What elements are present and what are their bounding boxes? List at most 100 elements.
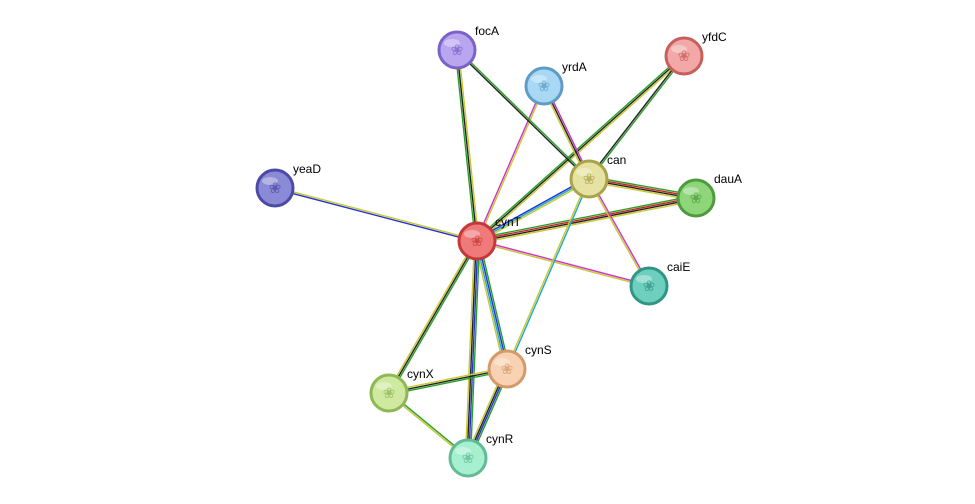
protein-structure-icon: ❀ — [678, 47, 691, 65]
edge-evidence-line — [477, 179, 591, 244]
node-highlight — [494, 358, 510, 366]
node-highlight — [262, 177, 278, 185]
edge-evidence-line — [477, 199, 697, 245]
node-label: yeaD — [293, 162, 321, 176]
node-caiE[interactable]: ❀ caiE — [629, 260, 690, 306]
edge-evidence-line — [505, 178, 589, 369]
protein-structure-icon: ❀ — [583, 170, 596, 188]
edge-evidence-line — [457, 49, 480, 241]
edge-evidence-line — [389, 369, 508, 396]
node-label: dauA — [714, 172, 742, 186]
edge-evidence-line — [478, 240, 511, 369]
edge-evidence-line — [388, 366, 507, 393]
node-circle — [664, 36, 704, 76]
edge-cynT-cynX[interactable] — [386, 239, 480, 395]
node-cynT[interactable]: ❀cynT — [457, 215, 522, 261]
edge-evidence-line — [464, 240, 476, 458]
node-label: yfdC — [702, 30, 727, 44]
protein-structure-icon: ❀ — [538, 77, 551, 95]
node-highlight — [455, 447, 471, 455]
protein-structure-icon: ❀ — [690, 189, 703, 207]
node-cynX[interactable]: ❀cynX — [369, 367, 434, 413]
edge-focA-can[interactable] — [455, 48, 591, 181]
node-circle — [629, 266, 669, 306]
edge-evidence-line — [476, 194, 696, 240]
edge-cynT-yrdA[interactable] — [475, 85, 546, 242]
node-label: can — [607, 153, 626, 167]
edge-evidence-line — [477, 198, 697, 243]
edge-evidence-line — [475, 176, 589, 241]
edge-can-cynS[interactable] — [505, 178, 591, 370]
edge-cynT-can[interactable] — [475, 176, 591, 244]
node-highlight — [444, 39, 460, 47]
edge-evidence-line — [477, 86, 546, 242]
protein-structure-icon: ❀ — [643, 277, 656, 295]
edge-cynT-focA[interactable] — [454, 49, 480, 242]
protein-structure-icon: ❀ — [501, 360, 514, 378]
node-highlight — [464, 230, 480, 238]
node-focA[interactable]: ❀ focA — [437, 24, 499, 70]
edge-evidence-line — [475, 85, 544, 241]
node-highlight — [531, 75, 547, 83]
protein-structure-icon: ❀ — [471, 232, 484, 250]
node-label: caiE — [667, 260, 690, 274]
node-can[interactable]: ❀ can — [569, 153, 626, 199]
node-highlight — [636, 275, 652, 283]
edge-cynS-cynX[interactable] — [388, 366, 508, 396]
edge-evidence-line — [587, 55, 684, 179]
node-highlight — [376, 382, 392, 390]
node-cynS[interactable]: ❀ cynS — [487, 343, 552, 389]
node-circle — [255, 168, 295, 208]
edge-evidence-line — [456, 49, 478, 242]
node-label: yrdA — [562, 60, 587, 74]
edge-evidence-line — [477, 56, 686, 243]
node-highlight — [671, 45, 687, 53]
edge-evidence-line — [473, 241, 506, 370]
protein-structure-icon: ❀ — [462, 449, 475, 467]
edge-cynT-yeaD[interactable] — [274, 186, 478, 243]
node-label: focA — [475, 24, 499, 38]
edge-can-caiE[interactable] — [587, 178, 651, 287]
edge-evidence-line — [466, 240, 477, 458]
edge-evidence-line — [507, 179, 591, 370]
edge-evidence-line — [386, 239, 477, 393]
edge-evidence-line — [454, 50, 477, 242]
node-label: cynS — [525, 343, 552, 357]
nodes-layer: ❀focA❀yrdA❀yfdC❀yeaD❀can❀dauA❀cynT❀caiE❀… — [255, 24, 742, 478]
protein-structure-icon: ❀ — [269, 179, 282, 197]
node-circle — [437, 30, 477, 70]
node-circle — [524, 66, 564, 106]
edge-evidence-line — [475, 54, 684, 241]
edge-evidence-line — [587, 179, 649, 287]
edge-cynT-cynS[interactable] — [473, 240, 511, 370]
node-yfdC[interactable]: ❀ yfdC — [664, 30, 727, 76]
edge-evidence-line — [388, 240, 478, 394]
edge-evidence-line — [476, 196, 696, 241]
edge-cynT-caiE[interactable] — [476, 239, 650, 288]
edge-cynT-cynR[interactable] — [464, 240, 481, 459]
node-highlight — [576, 168, 592, 176]
node-label: cynX — [407, 367, 434, 381]
node-circle — [676, 178, 716, 218]
node-circle — [369, 373, 409, 413]
node-highlight — [683, 187, 699, 195]
node-circle — [457, 221, 497, 261]
edge-cynT-dauA[interactable] — [476, 194, 697, 245]
edge-evidence-line — [274, 188, 477, 243]
edge-evidence-line — [476, 241, 649, 288]
node-yrdA[interactable]: ❀ yrdA — [524, 60, 587, 106]
edge-evidence-line — [455, 50, 589, 181]
edge-evidence-line — [457, 48, 591, 179]
node-cynR[interactable]: ❀ cynR — [448, 432, 514, 478]
edge-cynT-yfdC[interactable] — [475, 54, 686, 243]
node-yeaD[interactable]: ❀ yeaD — [255, 162, 321, 208]
node-circle — [487, 349, 527, 389]
node-label: cynR — [486, 432, 514, 446]
node-circle — [569, 159, 609, 199]
edge-yfdC-can[interactable] — [587, 55, 686, 180]
edge-evidence-line — [477, 239, 650, 286]
edge-evidence-line — [388, 368, 508, 394]
node-dauA[interactable]: ❀ dauA — [676, 172, 742, 218]
protein-structure-icon: ❀ — [451, 41, 464, 59]
